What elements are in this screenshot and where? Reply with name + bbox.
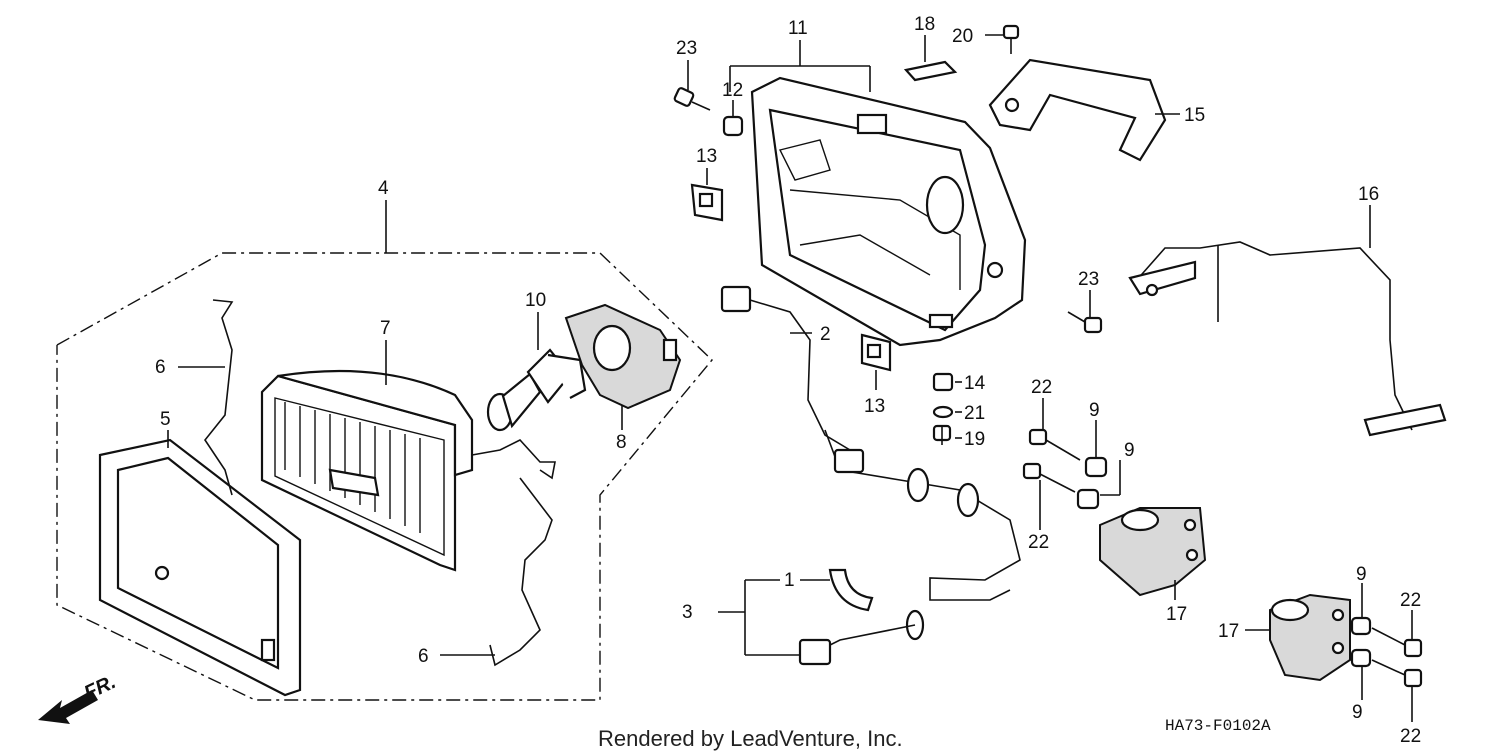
pad xyxy=(903,60,958,82)
callout-9-c: 9 xyxy=(1356,564,1367,585)
callout-23-lower: 23 xyxy=(1078,269,1099,290)
callout-7: 7 xyxy=(380,318,391,339)
diagram-code: HA73-F0102A xyxy=(1165,717,1271,735)
callout-9-b: 9 xyxy=(1124,440,1135,461)
callout-6-upper: 6 xyxy=(155,357,166,378)
callout-1: 1 xyxy=(784,570,795,591)
callout-22-d: 22 xyxy=(1400,726,1421,747)
callout-12: 12 xyxy=(722,80,743,101)
halogen-bulb xyxy=(486,348,587,432)
callout-15: 15 xyxy=(1184,105,1205,126)
callout-21: 21 xyxy=(964,403,985,424)
collar-9-lower xyxy=(1076,488,1100,510)
bolt-22-right-lower xyxy=(1371,659,1423,688)
socket-cover xyxy=(564,303,682,410)
stay-bracket xyxy=(1128,241,1447,437)
spring-wire-upper xyxy=(204,299,234,496)
callout-5: 5 xyxy=(160,409,171,430)
spring-wire-lower xyxy=(489,477,553,667)
washer-21 xyxy=(932,405,954,419)
callout-3: 3 xyxy=(682,602,693,623)
headlight-assembly-outline xyxy=(56,200,713,701)
wire-clip xyxy=(471,439,556,480)
callout-14: 14 xyxy=(964,373,986,394)
callout-22-b: 22 xyxy=(1028,532,1049,553)
mount-rubber-lower xyxy=(1269,593,1351,682)
headlight-rim xyxy=(98,438,302,697)
footer-credit: Rendered by LeadVenture, Inc. xyxy=(598,726,903,751)
callout-9-a: 9 xyxy=(1089,400,1100,421)
front-direction-marker: FR. xyxy=(38,671,119,724)
wire-harness xyxy=(720,285,1021,666)
headlight-unit xyxy=(260,369,474,572)
bolt-22-right-upper xyxy=(1371,627,1423,658)
callout-10: 10 xyxy=(525,290,546,311)
nut-14 xyxy=(932,372,954,392)
collar xyxy=(722,115,744,137)
collar-9-right-lower xyxy=(1350,648,1372,668)
callout-18: 18 xyxy=(914,14,935,35)
callout-22-a: 22 xyxy=(1031,377,1052,398)
callout-11: 11 xyxy=(788,18,808,39)
handle xyxy=(988,58,1167,162)
callout-8: 8 xyxy=(616,432,627,453)
callout-9-d: 9 xyxy=(1352,702,1363,723)
leader-lines xyxy=(167,34,1413,722)
bolt-22-upper xyxy=(1028,428,1081,461)
callout-19: 19 xyxy=(964,429,985,450)
callout-2: 2 xyxy=(820,324,831,345)
callout-labels: 1 2 3 4 5 6 6 7 8 9 9 9 9 10 11 12 13 13… xyxy=(155,14,1421,747)
collar-9-upper xyxy=(1084,456,1108,478)
headlight-case xyxy=(750,76,1027,347)
clip-nut-lower xyxy=(860,333,892,372)
callout-23-upper: 23 xyxy=(676,38,697,59)
bolt-upper xyxy=(673,87,711,111)
collar-9-right-upper xyxy=(1350,616,1372,636)
bolt-lower xyxy=(1067,311,1103,334)
bolt-19 xyxy=(932,424,952,445)
mount-rubber-upper xyxy=(1099,507,1207,597)
callout-22-c: 22 xyxy=(1400,590,1421,611)
callout-13-upper: 13 xyxy=(696,146,717,167)
clip-nut-upper xyxy=(690,183,724,222)
callout-17-upper: 17 xyxy=(1166,604,1187,625)
callout-20: 20 xyxy=(952,26,973,47)
callout-17-lower: 17 xyxy=(1218,621,1239,642)
bolt-22-lower xyxy=(1022,462,1076,493)
screw xyxy=(1002,24,1020,54)
callout-13-lower: 13 xyxy=(864,396,885,417)
callout-4: 4 xyxy=(378,178,389,199)
callout-16: 16 xyxy=(1358,184,1379,205)
callout-6-lower: 6 xyxy=(418,646,429,667)
band xyxy=(828,568,874,612)
